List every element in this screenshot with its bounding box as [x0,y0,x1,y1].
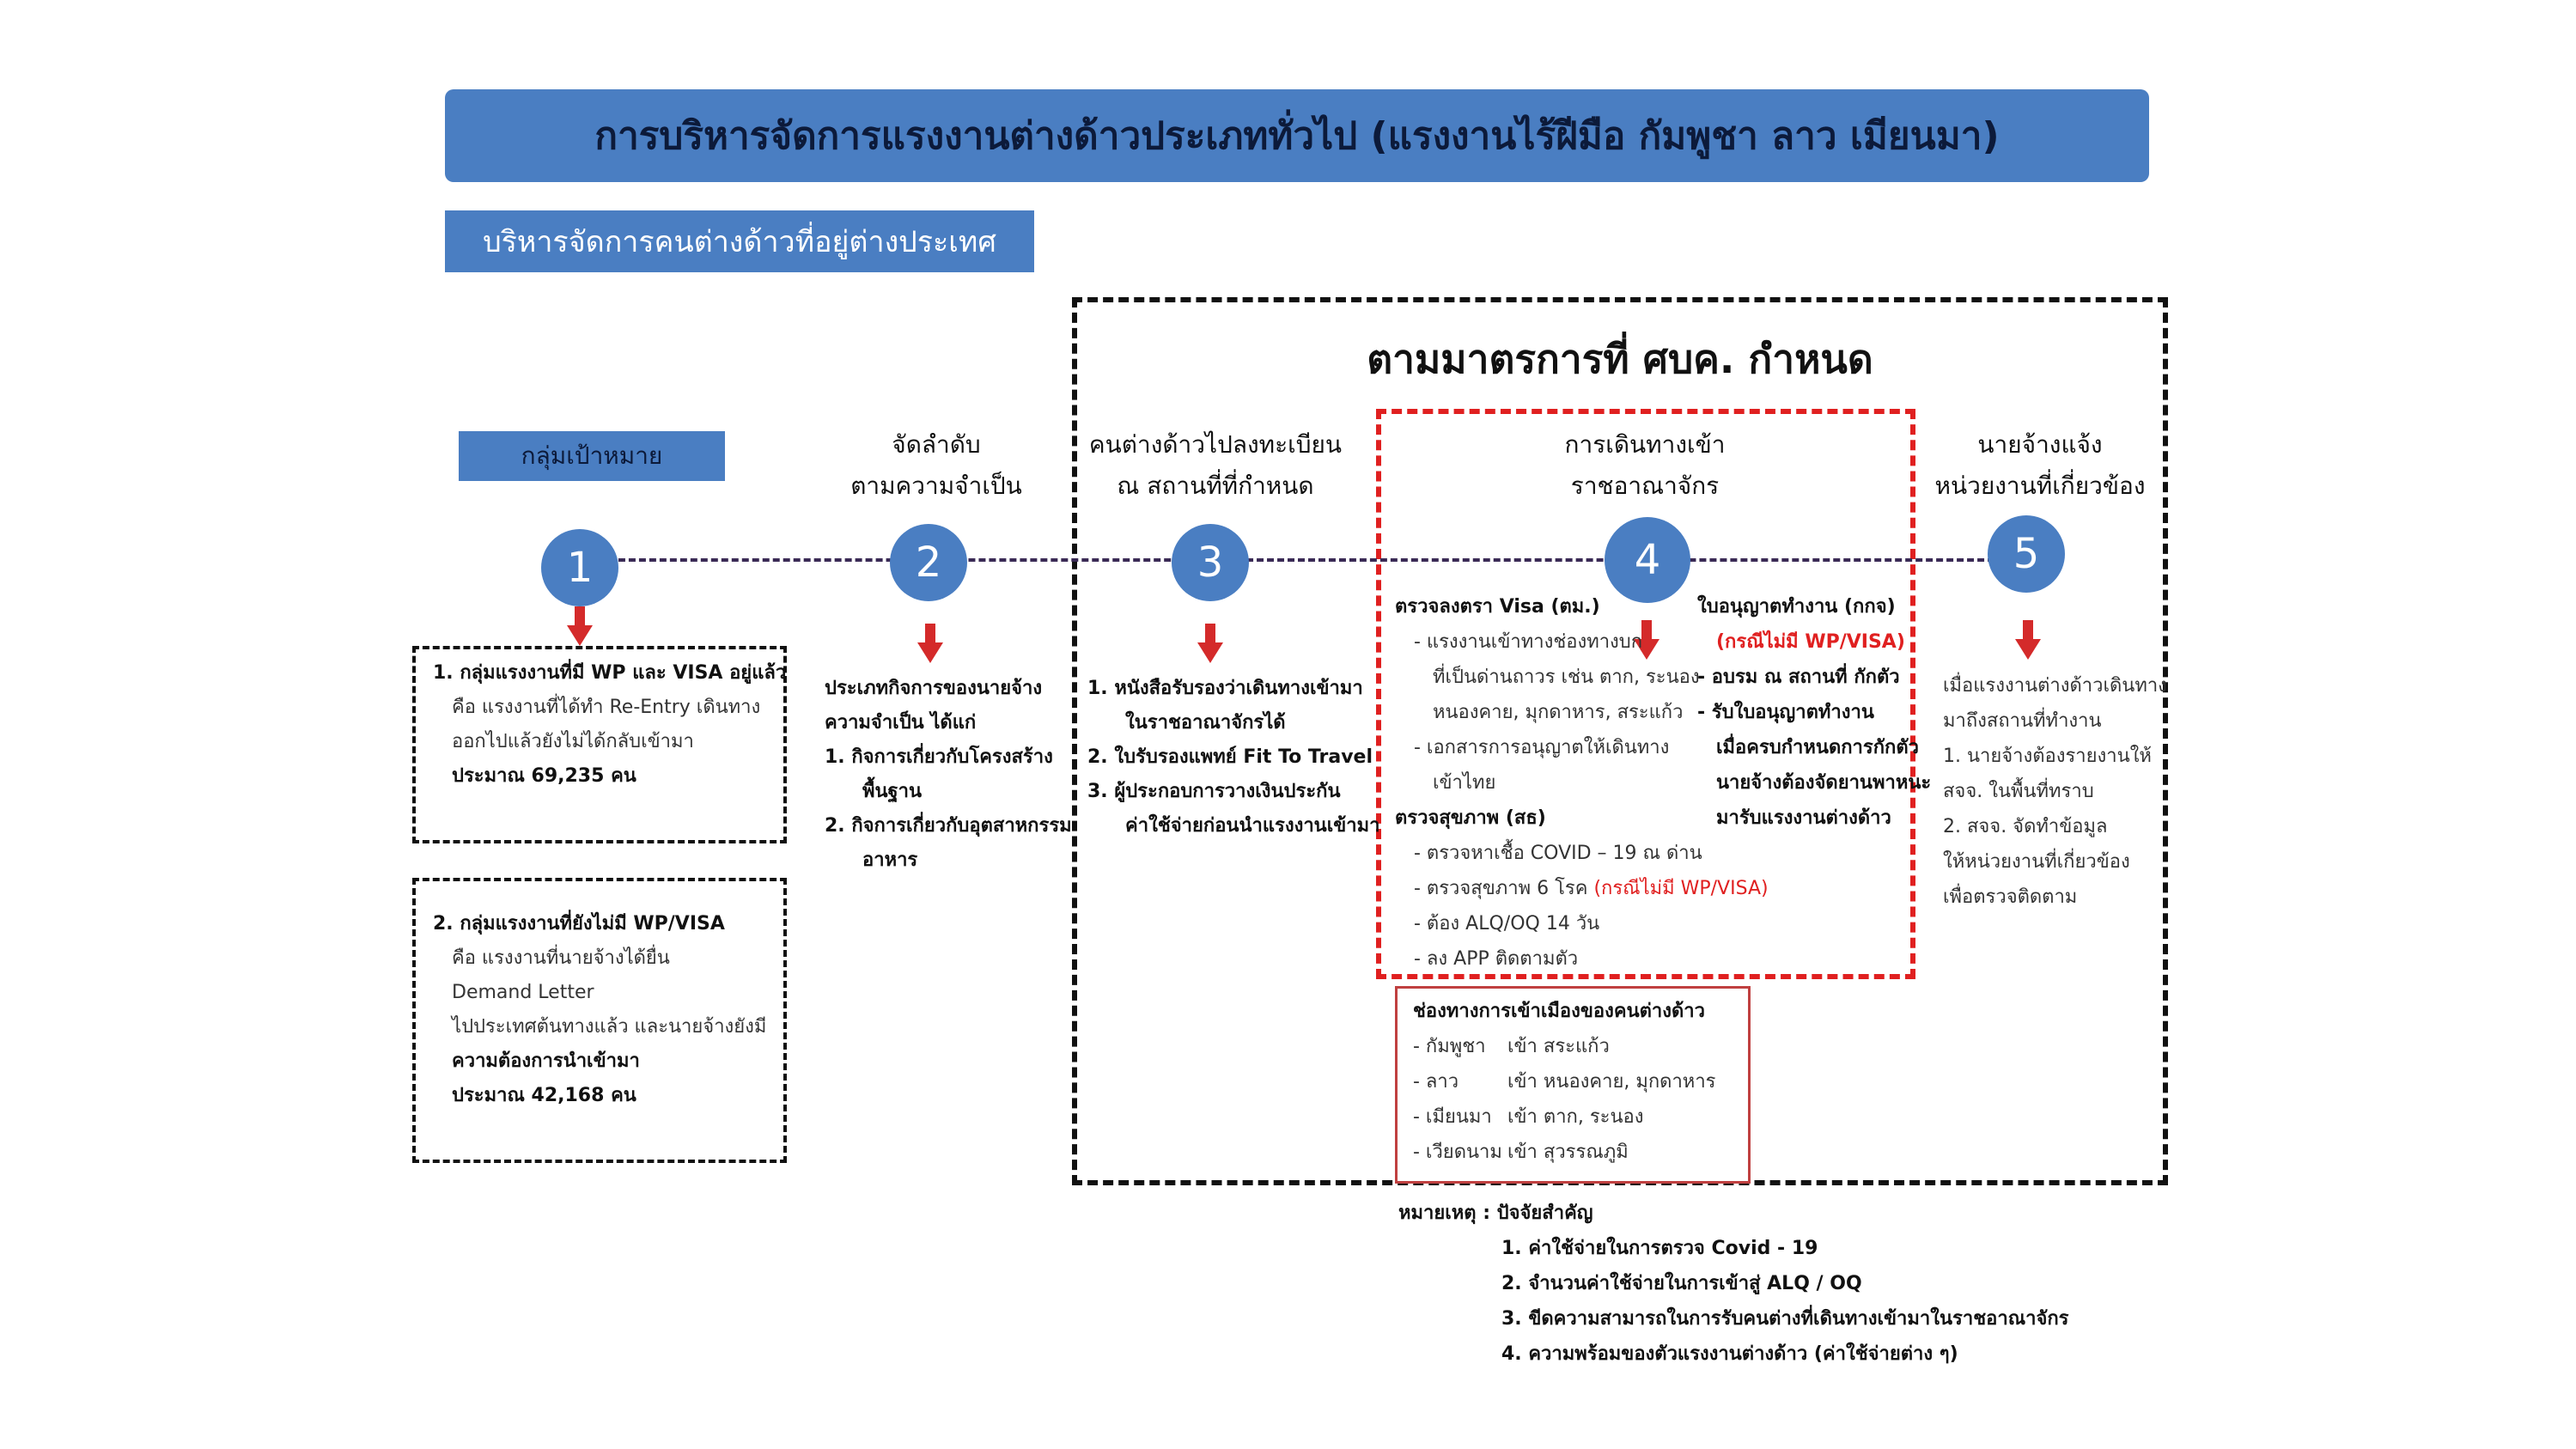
entry-row: - เมียนมาเข้า ตาก, ระนอง [1413,1106,1644,1128]
step-2-line: ความจำเป็น ได้แก่ [825,712,977,734]
step-5-line: สจจ. ในพื้นที่ทราบ [1943,781,2094,802]
health-heading: ตรวจสุขภาพ (สธ) [1395,807,1546,829]
step-2-line: 1. กิจการเกี่ยวกับโครงสร้าง [825,746,1053,768]
work-permit-line: เมื่อครบกำหนดการกักตัว [1716,737,1920,758]
step-5-line: 1. นายจ้างต้องรายงานให้ [1943,746,2152,767]
down-arrow-icon [917,624,943,663]
step-4-circle: 4 [1605,517,1690,603]
step-2-circle: 2 [890,524,967,601]
health-line: - ลง APP ติดตามตัว [1414,948,1579,970]
step-3-heading-line: คนต่างด้าวไปลงทะเบียน [1088,430,1343,459]
step-5-line: 2. สจจ. จัดทำข้อมูล [1943,816,2108,837]
target-group-label: กลุ่มเป้าหมาย [459,431,725,481]
visa-line: หนองคาย, มุกดาหาร, สระแก้ว [1433,702,1684,723]
remarks: หมายเหตุ : ปัจจัยสำคัญ 1. ค่าใช้จ่ายในกา… [1398,1196,2069,1372]
step-2-heading-line: จัดลำดับ [892,430,981,459]
red-note: (กรณีไม่มี WP/VISA) [1593,878,1769,899]
step-3-circle: 3 [1172,524,1249,601]
work-permit-line: - อบรม ณ สถานที่ กักตัว [1697,667,1900,688]
travel-frame [1376,409,1915,979]
step-5-heading: นายจ้างแจ้ง หน่วยงานที่เกี่ยวข้อง [1915,424,2165,507]
timeline-line [577,558,2025,562]
group-1-box: 1. กลุ่มแรงงานที่มี WP และ VISA อยู่แล้ว… [412,646,787,843]
step-3-line: ในราชอาณาจักรได้ [1125,712,1286,734]
step-2-line: ประเภทกิจการของนายจ้าง [825,678,1043,699]
remarks-heading: หมายเหตุ : ปัจจัยสำคัญ [1398,1202,1593,1224]
work-permit-line: มารับแรงงานต่างด้าว [1716,807,1891,829]
work-permit-heading: ใบอนุญาตทำงาน (กกจ) [1697,596,1896,618]
group-2-line: Demand Letter [452,982,594,1003]
group-2-line: ไปประเทศต้นทางแล้ว และนายจ้างยังมี [452,1016,767,1038]
down-arrow-icon [1197,624,1223,663]
remark-item: 4. ความพร้อมของตัวแรงงานต่างด้าว (ค่าใช้… [1501,1343,1958,1365]
remark-item: 1. ค่าใช้จ่ายในการตรวจ Covid - 19 [1501,1238,1818,1259]
group-2-need: ความต้องการนำเข้ามา [452,1050,640,1072]
work-permit-line: นายจ้างต้องจัดยานพาหนะ [1716,772,1932,794]
step-4-left-body: ตรวจลงตรา Visa (ตม.) - แรงงานเข้าทางช่อง… [1395,589,1769,977]
visa-line: - แรงงานเข้าทางช่องทางบก [1414,631,1643,653]
section-title: บริหารจัดการคนต่างด้าวที่อยู่ต่างประเทศ [445,210,1034,272]
step-2-heading: จัดลำดับ ตามความจำเป็น [799,424,1074,507]
step-4-heading-line: การเดินทางเข้า [1564,430,1726,459]
measures-title: ตามมาตรการที่ ศบค. กำหนด [1367,336,1873,382]
step-5-body: เมื่อแรงงานต่างด้าวเดินทาง มาถึงสถานที่ท… [1943,668,2167,915]
step-4-heading: การเดินทางเข้า ราชอาณาจักร [1512,424,1778,507]
group-1-line: ออกไปแล้วยังไม่ได้กลับเข้ามา [452,731,694,752]
step-5-line: มาถึงสถานที่ทำงาน [1943,710,2102,732]
step-2-line: อาหาร [862,849,918,871]
step-5-heading-line: หน่วยงานที่เกี่ยวข้อง [1934,472,2146,500]
step-3-line: 1. หนังสือรับรองว่าเดินทางเข้ามา [1087,678,1363,699]
main-title: การบริหารจัดการแรงงานต่างด้าวประเภททั่วไ… [445,89,2149,182]
entry-row: - กัมพูชาเข้า สระแก้ว [1413,1036,1610,1057]
step-2-line: พื้นฐาน [862,781,923,802]
entry-row: - เวียดนามเข้า สุวรรณภูมิ [1413,1142,1629,1163]
group-2-line: คือ แรงงานที่นายจ้างได้ยื่น [452,947,670,969]
step-5-line: เพื่อตรวจติดตาม [1943,886,2078,908]
health-line: - ต้อง ALQ/OQ 14 วัน [1414,913,1600,935]
group-2-box: 2. กลุ่มแรงงานที่ยังไม่มี WP/VISA คือ แร… [412,878,787,1163]
group-2-count: ประมาณ 42,168 คน [452,1085,636,1106]
visa-heading: ตรวจลงตรา Visa (ตม.) [1395,596,1600,618]
group-1-title: 1. กลุ่มแรงงานที่มี WP และ VISA อยู่แล้ว [433,662,787,684]
step-3-line: 2. ใบรับรองแพทย์ Fit To Travel [1087,746,1373,768]
group-1-line: คือ แรงงานที่ได้ทำ Re-Entry เดินทาง [452,697,761,718]
step-2-line: 2. กิจการเกี่ยวกับอุตสาหกรรม [825,815,1072,837]
step-3-body: 1. หนังสือรับรองว่าเดินทางเข้ามา ในราชอา… [1087,672,1379,843]
step-4-heading-line: ราชอาณาจักร [1570,472,1720,500]
down-arrow-icon [1634,620,1659,660]
red-note: (กรณีไม่มี WP/VISA) [1716,631,1905,653]
step-3-heading: คนต่างด้าวไปลงทะเบียน ณ สถานที่ที่กำหนด [1074,424,1357,507]
remark-item: 2. จำนวนค่าใช้จ่ายในการเข้าสู่ ALQ / OQ [1501,1273,1862,1294]
health-line: - ตรวจหาเชื้อ COVID – 19 ณ ด่าน [1414,843,1702,864]
group-2-title: 2. กลุ่มแรงงานที่ยังไม่มี WP/VISA [433,913,725,935]
step-1-circle: 1 [541,529,618,606]
step-4-right-body: ใบอนุญาตทำงาน (กกจ) (กรณีไม่มี WP/VISA) … [1697,589,1931,836]
step-3-heading-line: ณ สถานที่ที่กำหนด [1117,472,1314,500]
entry-channels-title: ช่องทางการเข้าเมืองของคนต่างด้าว [1413,1001,1705,1022]
down-arrow-icon [2015,620,2041,660]
step-5-circle: 5 [1988,515,2065,593]
step-5-heading-line: นายจ้างแจ้ง [1977,430,2103,459]
step-3-line: ค่าใช้จ่ายก่อนนำแรงงานเข้ามา [1125,815,1380,837]
visa-line: - เอกสารการอนุญาตให้เดินทาง [1414,737,1670,758]
group-1-count: ประมาณ 69,235 คน [452,765,636,787]
visa-line: เข้าไทย [1433,772,1496,794]
entry-channels-box: ช่องทางการเข้าเมืองของคนต่างด้าว - กัมพู… [1395,986,1751,1184]
remark-item: 3. ขีดความสามารถในการรับคนต่างที่เดินทาง… [1501,1308,2069,1330]
health-line: - ตรวจสุขภาพ 6 โรค (กรณีไม่มี WP/VISA) [1414,878,1769,899]
entry-row: - ลาวเข้า หนองคาย, มุกดาหาร [1413,1071,1716,1093]
visa-line: ที่เป็นด่านถาวร เช่น ตาก, ระนอง [1433,667,1700,688]
work-permit-line: - รับใบอนุญาตทำงาน [1697,702,1874,723]
down-arrow-icon [567,606,593,646]
step-3-line: 3. ผู้ประกอบการวางเงินประกัน [1087,781,1341,802]
step-2-body: ประเภทกิจการของนายจ้าง ความจำเป็น ได้แก่… [825,672,1072,878]
step-5-line: เมื่อแรงงานต่างด้าวเดินทาง [1943,675,2167,697]
step-5-line: ให้หน่วยงานที่เกี่ยวข้อง [1943,851,2130,873]
step-2-heading-line: ตามความจำเป็น [850,472,1022,500]
